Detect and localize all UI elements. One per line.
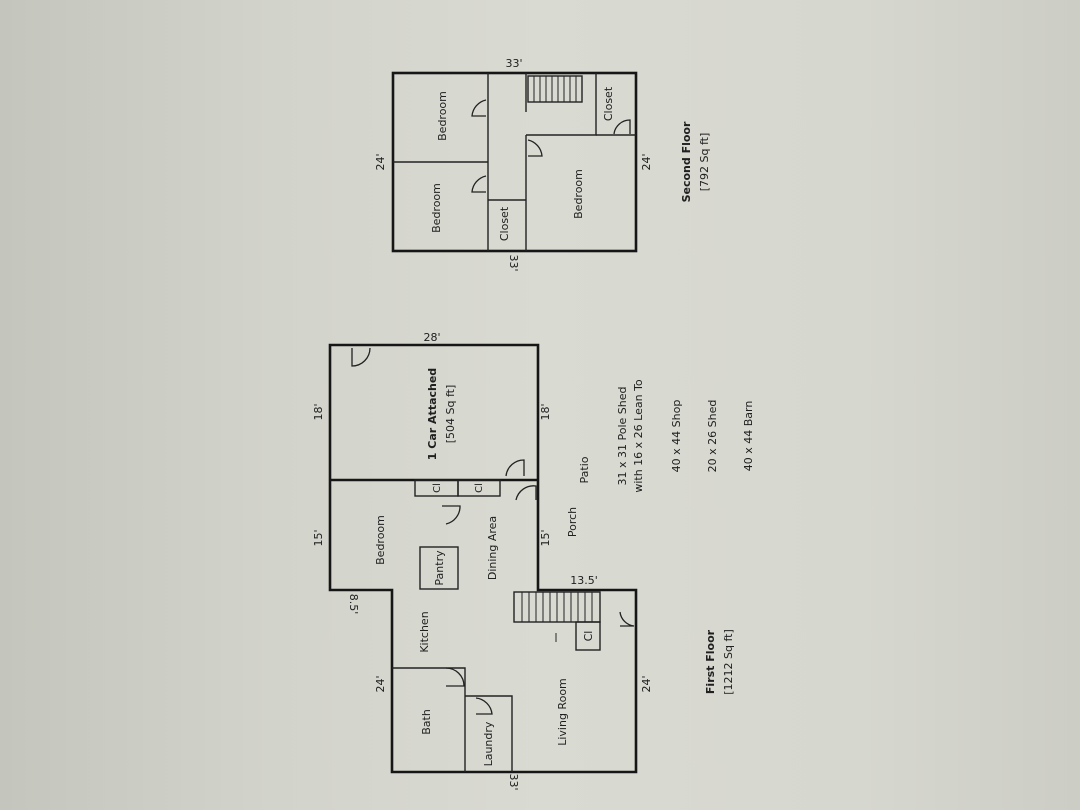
second-floor-plan: Bedroom Bedroom Bedroom Closet Closet 33… bbox=[374, 57, 711, 272]
dining-area-label: Dining Area bbox=[486, 516, 499, 580]
outbuilding-pole-shed: 31 x 31 Pole Shed bbox=[616, 387, 629, 486]
sf-stair-treads bbox=[533, 76, 577, 102]
sf-bedroom-2-label: Bedroom bbox=[430, 183, 443, 233]
outbuilding-shed: 20 x 26 Shed bbox=[706, 400, 719, 473]
outbuilding-shop: 40 x 44 Shop bbox=[670, 400, 683, 473]
sf-bedroom-1-label: Bedroom bbox=[436, 91, 449, 141]
stair-treads bbox=[521, 592, 593, 622]
first-floor-area: [1212 Sq ft] bbox=[722, 629, 735, 695]
first-floor-bedroom-label: Bedroom bbox=[374, 515, 387, 565]
second-floor-title: Second Floor bbox=[680, 121, 693, 202]
outbuilding-barn: 40 x 44 Barn bbox=[742, 401, 755, 472]
garage-title: 1 Car Attached bbox=[426, 368, 439, 460]
sf-dim-top-24: 24' bbox=[374, 153, 387, 170]
kitchen-label: Kitchen bbox=[418, 611, 431, 652]
porch-label: Porch bbox=[566, 507, 579, 537]
first-floor-plan: Bath Laundry Living Room Kitchen Pantry … bbox=[312, 331, 735, 791]
sf-dim-left-33: 33' bbox=[507, 254, 520, 271]
sf-dim-right-33: 33' bbox=[505, 57, 522, 70]
living-room-label: Living Room bbox=[556, 678, 569, 746]
sf-closet-1-label: Closet bbox=[498, 206, 511, 241]
sf-closet-door-swing bbox=[613, 119, 631, 135]
ff-dim-top-18: 18' bbox=[312, 403, 325, 420]
ff-dim-right-28: 28' bbox=[423, 331, 440, 344]
laundry-label: Laundry bbox=[482, 721, 495, 766]
garage-door-swing bbox=[351, 347, 371, 367]
stair-closet-label: Cl bbox=[582, 631, 595, 642]
ff-dim-left-33: 33' bbox=[507, 773, 520, 790]
second-floor-area: [792 Sq ft] bbox=[698, 133, 711, 192]
outbuilding-lean-to: with 16 x 26 Lean To bbox=[632, 379, 645, 493]
garage-area: [504 Sq ft] bbox=[444, 385, 457, 444]
ff-dim-bottom-13-5: 13.5' bbox=[570, 574, 598, 587]
bath-walls bbox=[392, 667, 466, 772]
pantry-label: Pantry bbox=[433, 550, 446, 586]
sf-dim-bottom-24: 24' bbox=[640, 153, 653, 170]
sf-hall-door-swing bbox=[527, 139, 543, 157]
porch-door-swing bbox=[515, 485, 537, 501]
lower-closet-walls bbox=[526, 73, 597, 136]
closet-2-walls bbox=[457, 479, 501, 497]
garage-closet-door-swing bbox=[505, 459, 525, 477]
laundry-walls bbox=[465, 695, 513, 772]
ff-dim-top-8-5: 8.5' bbox=[347, 594, 360, 615]
bedroom-door-swing bbox=[442, 505, 461, 525]
first-floor-outer-walls bbox=[328, 343, 638, 774]
first-floor-title: First Floor bbox=[704, 629, 717, 694]
sf-bedroom-1-door-swing bbox=[471, 99, 487, 117]
ff-dim-top-24: 24' bbox=[374, 675, 387, 692]
sf-closet-2-label: Closet bbox=[602, 86, 615, 121]
patio-label: Patio bbox=[578, 456, 591, 483]
sf-bedroom-3-label: Bedroom bbox=[572, 169, 585, 219]
bath-label: Bath bbox=[420, 709, 433, 735]
sf-bedroom-2-door-swing bbox=[471, 175, 487, 193]
closet-1-label: Cl bbox=[432, 483, 443, 493]
ff-dim-bottom-24: 24' bbox=[640, 675, 653, 692]
ff-dim-bottom-18: 18' bbox=[539, 403, 552, 420]
stair-closet-walls bbox=[575, 621, 601, 651]
bath-door-swing bbox=[445, 667, 465, 687]
ff-dim-bottom-15: 15' bbox=[539, 529, 552, 546]
second-floor-stairs bbox=[527, 75, 583, 103]
closet-2-label: Cl bbox=[474, 483, 485, 493]
ff-dim-top-15: 15' bbox=[312, 529, 325, 546]
laundry-door-swing bbox=[475, 697, 493, 715]
pantry-walls bbox=[419, 546, 459, 590]
front-door-swing bbox=[619, 611, 635, 627]
outbuildings-list: 31 x 31 Pole Shed with 16 x 26 Lean To 4… bbox=[616, 379, 755, 493]
